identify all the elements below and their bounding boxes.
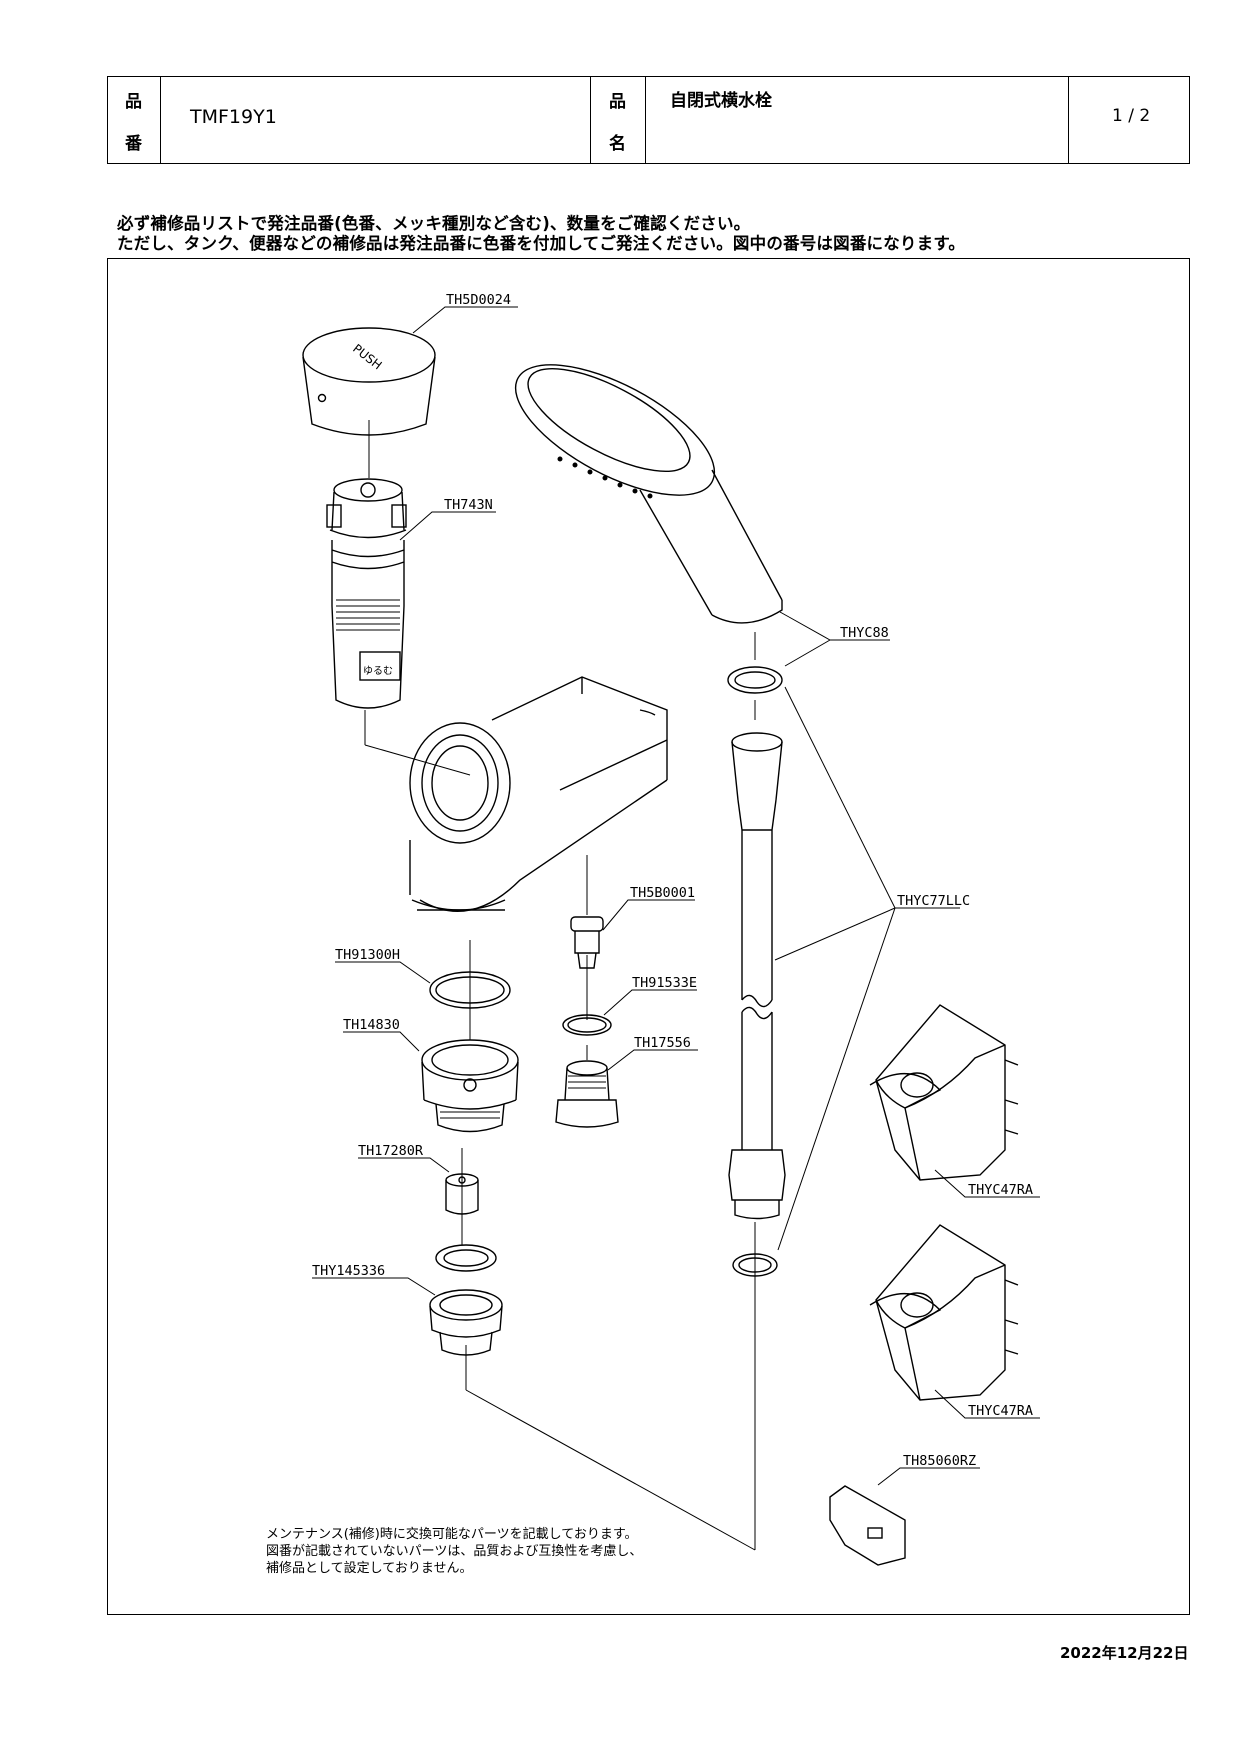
part-label: TH17280R <box>358 1143 424 1159</box>
drawing-frame <box>107 258 1190 1615</box>
shower-holder-2 <box>869 1224 1019 1401</box>
product-name: 自閉式横水栓 <box>670 91 772 111</box>
o-ring-large <box>429 971 511 1009</box>
cap-push-text: PUSH <box>350 341 384 372</box>
valve-cartridge <box>326 478 407 709</box>
issue-date: 2022年12月22日 <box>1060 1644 1189 1662</box>
part-label: TH14830 <box>343 1017 400 1033</box>
title-block: 品 番 TMF19Y1 品 名 自閉式横水栓 1 / 2 <box>107 76 1190 164</box>
part-label: TH91533E <box>632 975 697 991</box>
product-number-label: 番 <box>125 134 142 154</box>
part-label: THYC47RA <box>968 1403 1033 1419</box>
faucet-body <box>409 676 668 912</box>
adapter-fitting <box>429 1289 503 1356</box>
tool-key <box>829 1485 906 1566</box>
o-ring-small <box>562 1014 612 1036</box>
product-number-label: 品 <box>125 92 142 112</box>
page-number: 1 / 2 <box>1112 106 1151 126</box>
product-name-label: 品 <box>609 92 626 112</box>
part-label: TH5D0024 <box>446 292 511 308</box>
footnote-line: 補修品として設定しておりません。 <box>266 1561 473 1576</box>
hose-fitting <box>555 1060 619 1128</box>
shower-holder-1 <box>869 1004 1019 1181</box>
leader-lines <box>312 306 1040 1486</box>
push-cap <box>302 327 436 436</box>
notice-line: 必ず補修品リストで発注品番(色番、メッキ種別など含む)、数量をご確認ください。 <box>117 214 751 233</box>
gasket <box>435 1244 497 1272</box>
part-label: TH17556 <box>634 1035 691 1051</box>
part-label: TH743N <box>444 497 493 513</box>
divider <box>1068 77 1069 163</box>
part-labels: TH5D0024 TH743N THYC88 TH5B0001 THYC77LL… <box>312 292 1033 1469</box>
shower-hose <box>728 732 786 1220</box>
notice-line: ただし、タンク、便器などの補修品は発注品番に色番を付加してご発注ください。図中の… <box>117 234 966 253</box>
part-label: TH91300H <box>335 947 400 963</box>
check-valve <box>570 916 604 969</box>
part-label: THY145336 <box>312 1263 385 1279</box>
part-label: THYC77LLC <box>897 893 970 909</box>
divider <box>645 77 646 163</box>
part-label: TH85060RZ <box>903 1453 976 1469</box>
part-label: THYC88 <box>840 625 889 641</box>
product-name-label: 名 <box>609 134 626 154</box>
part-label: THYC47RA <box>968 1182 1033 1198</box>
union-nut <box>421 1039 519 1133</box>
footnote-line: 図番が記載されていないパーツは、品質および互換性を考慮し、 <box>266 1544 643 1559</box>
divider <box>590 77 591 163</box>
product-number: TMF19Y1 <box>190 106 277 128</box>
shower-washer-bottom <box>732 1253 778 1277</box>
cartridge-text: ゆるむ <box>363 665 393 677</box>
divider <box>160 77 161 163</box>
hand-shower-head <box>514 364 783 624</box>
strainer <box>445 1173 479 1215</box>
part-label: TH5B0001 <box>630 885 695 901</box>
footnote-line: メンテナンス(補修)時に交換可能なパーツを記載しております。 <box>266 1527 638 1542</box>
shower-washer-top <box>727 666 783 694</box>
